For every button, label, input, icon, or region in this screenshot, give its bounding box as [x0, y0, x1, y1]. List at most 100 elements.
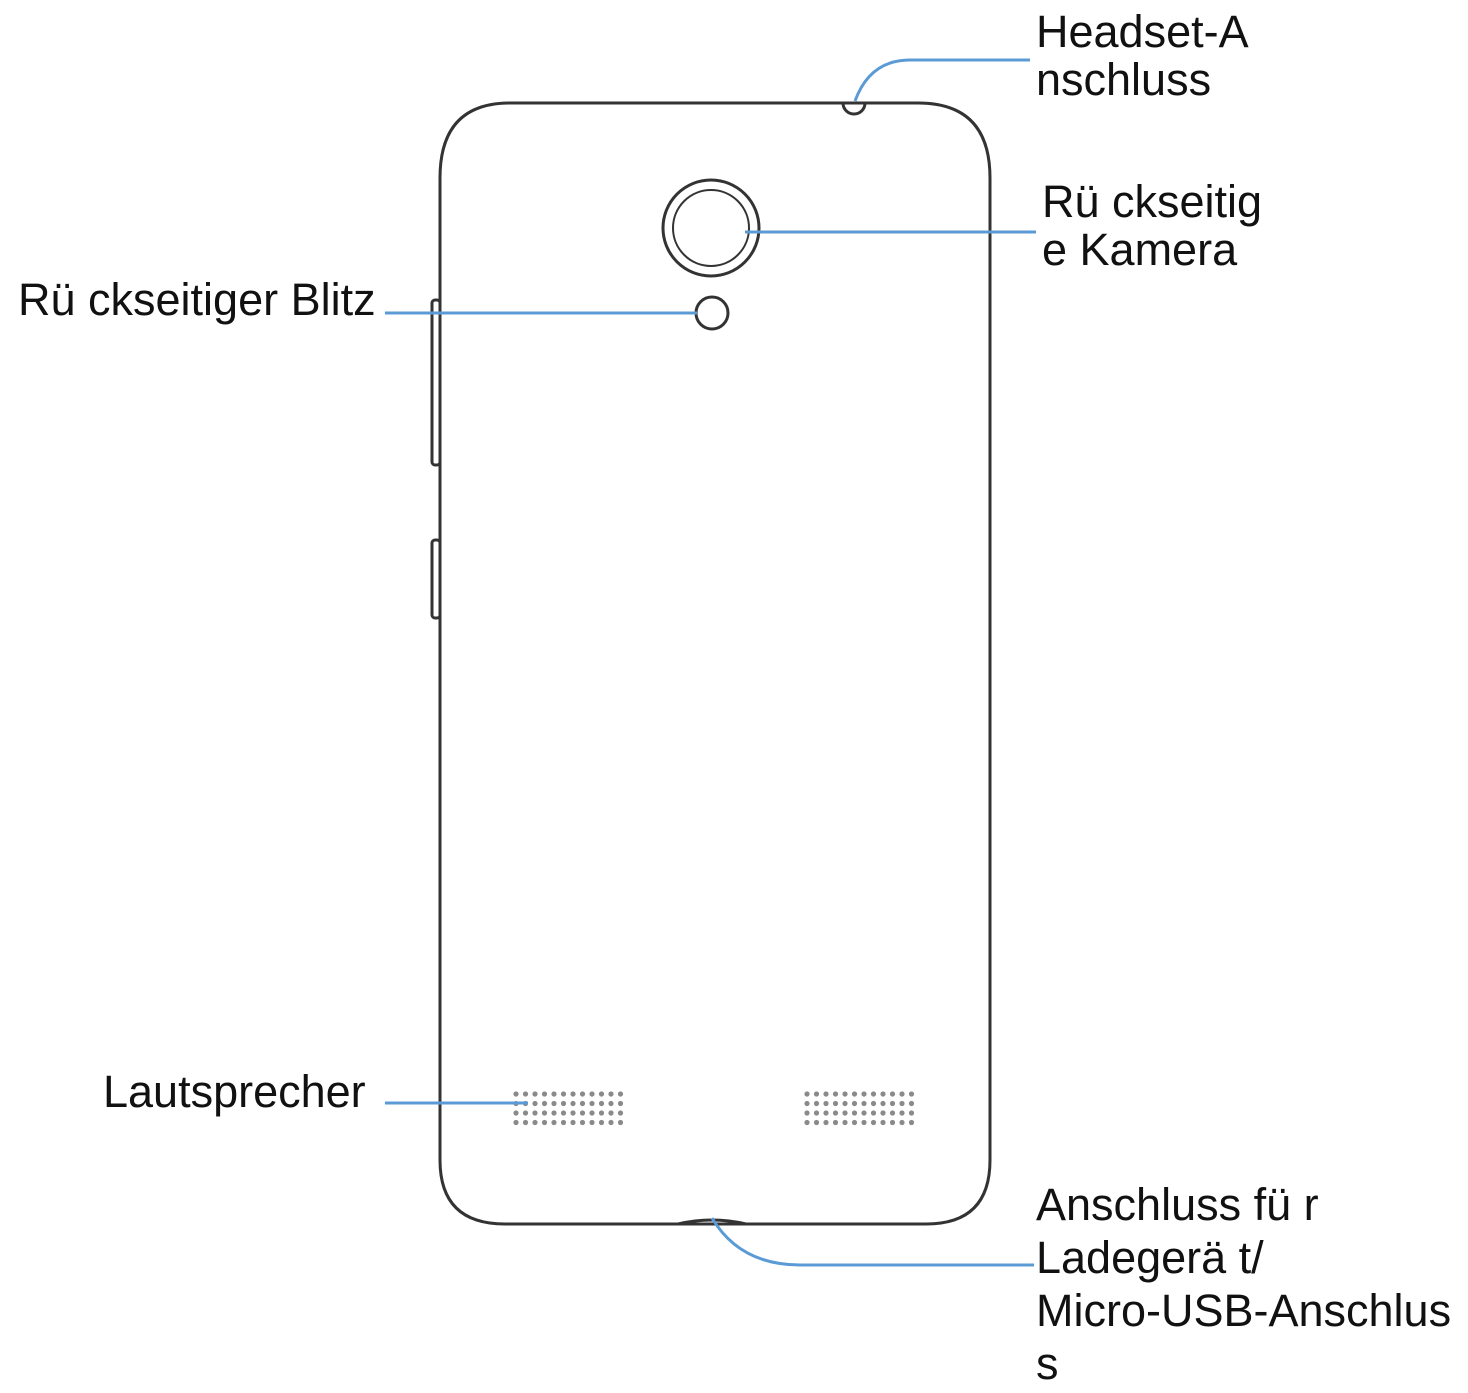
speaker-dot	[870, 1100, 877, 1107]
speaker-dot	[870, 1091, 877, 1097]
speaker-dot	[570, 1091, 576, 1097]
speaker-label: Lautsprecher	[103, 1066, 366, 1117]
speaker-dot	[870, 1110, 877, 1116]
speaker-dot	[598, 1100, 605, 1107]
speaker-dot	[617, 1110, 624, 1116]
speaker-dot	[804, 1091, 810, 1097]
speaker-dot	[908, 1119, 915, 1126]
speaker-dot	[813, 1091, 820, 1097]
speaker-dot	[823, 1100, 829, 1107]
speaker-dot	[551, 1091, 557, 1097]
speaker-dot	[861, 1100, 867, 1107]
speaker-dot	[579, 1091, 586, 1097]
speaker-dot	[804, 1110, 810, 1116]
speaker-dot	[560, 1110, 567, 1116]
speaker-dot	[522, 1110, 529, 1116]
speaker-dot	[823, 1110, 829, 1116]
speaker-dot	[889, 1100, 896, 1107]
speaker-dot	[541, 1100, 548, 1107]
speaker-dot	[589, 1100, 595, 1107]
power-button	[430, 538, 442, 620]
speaker-dot	[832, 1119, 839, 1126]
speaker-dot	[908, 1100, 915, 1107]
speaker-dot	[880, 1110, 886, 1116]
speaker-dot	[589, 1091, 595, 1097]
speaker-dot	[842, 1119, 848, 1126]
rear-camera-ring-inner	[672, 189, 750, 267]
speaker-dot	[551, 1119, 557, 1126]
speaker-dot	[908, 1110, 915, 1116]
speaker-dot	[541, 1119, 548, 1126]
speaker-dot	[608, 1110, 614, 1116]
speaker-dot	[889, 1119, 896, 1126]
speaker-dot	[832, 1091, 839, 1097]
speaker-dot	[513, 1110, 519, 1116]
speaker-dot	[598, 1091, 605, 1097]
speaker-dot	[608, 1100, 614, 1107]
speaker-dot	[617, 1119, 624, 1126]
speaker-dot	[579, 1100, 586, 1107]
speaker-dot	[570, 1110, 576, 1116]
speaker-dot	[899, 1119, 905, 1126]
speaker-dot	[880, 1119, 886, 1126]
speaker-dot	[832, 1110, 839, 1116]
speaker-dot	[851, 1119, 858, 1126]
speaker-dot	[560, 1091, 567, 1097]
speaker-dot	[570, 1100, 576, 1107]
speaker-dot	[608, 1091, 614, 1097]
speaker-dot	[598, 1110, 605, 1116]
speaker-dot	[851, 1110, 858, 1116]
speaker-dot	[589, 1119, 595, 1126]
speaker-dot	[589, 1110, 595, 1116]
speaker-dot	[532, 1100, 538, 1107]
speaker-dot	[804, 1100, 810, 1107]
speaker-dot	[832, 1100, 839, 1107]
speaker-dot	[842, 1091, 848, 1097]
charger-label: Anschluss fü r Ladegerä t/ Micro-USB-Ans…	[1036, 1179, 1452, 1389]
speaker-dot	[579, 1119, 586, 1126]
speaker-dot	[560, 1100, 567, 1107]
rear-flash	[694, 295, 730, 331]
speaker-dot	[908, 1091, 915, 1097]
speaker-dot	[813, 1100, 820, 1107]
speaker-dot	[532, 1110, 538, 1116]
speaker-dot	[880, 1091, 886, 1097]
speaker-dot	[889, 1110, 896, 1116]
headset-leader-line	[853, 58, 1030, 102]
speaker-dot	[851, 1091, 858, 1097]
speaker-dot	[813, 1119, 820, 1126]
speaker-dot	[522, 1119, 529, 1126]
rear-camera-label: Rü ckseitig e Kamera	[1042, 176, 1263, 275]
speaker-dot	[513, 1091, 519, 1097]
speaker-dot	[804, 1119, 810, 1126]
speaker-grille-left	[513, 1091, 624, 1126]
speaker-dot	[861, 1110, 867, 1116]
rear-flash-label: Rü ckseitiger Blitz	[18, 274, 376, 325]
speaker-dot	[851, 1100, 858, 1107]
speaker-dot	[861, 1119, 867, 1126]
headset-jack	[841, 102, 867, 116]
speaker-dot	[617, 1100, 624, 1107]
speaker-dot	[551, 1100, 557, 1107]
speaker-dot	[598, 1119, 605, 1126]
speaker-dot	[870, 1119, 877, 1126]
speaker-dot	[823, 1119, 829, 1126]
speaker-dot	[579, 1110, 586, 1116]
speaker-dot	[532, 1119, 538, 1126]
speaker-grille-right	[804, 1091, 915, 1126]
speaker-dot	[617, 1091, 624, 1097]
headset-label: Headset-A nschluss	[1036, 6, 1249, 105]
speaker-dot	[842, 1110, 848, 1116]
speaker-dot	[899, 1100, 905, 1107]
phone-body	[430, 101, 992, 1226]
phone-outline	[438, 101, 992, 1226]
speaker-dot	[541, 1091, 548, 1097]
speaker-dot	[899, 1091, 905, 1097]
speaker-dot	[551, 1110, 557, 1116]
speaker-dot	[880, 1100, 886, 1107]
speaker-dot	[842, 1100, 848, 1107]
charger-leader-line	[710, 1217, 1034, 1267]
speaker-dot	[608, 1119, 614, 1126]
rear-camera-ring-outer	[661, 178, 761, 278]
